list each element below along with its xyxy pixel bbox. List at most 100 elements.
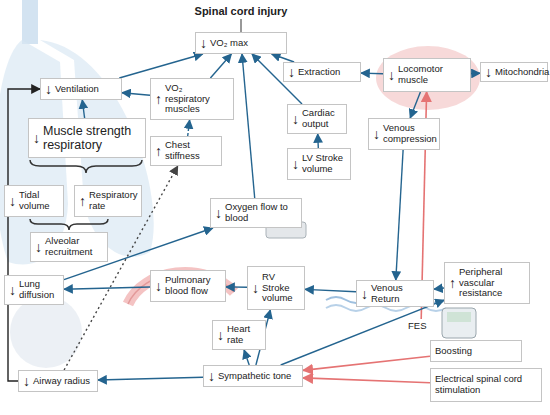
process-box: ↓VO₂ max [195, 32, 287, 54]
node-label: Sympathetic tone [218, 371, 298, 382]
trend-arrow: ↓ [200, 36, 207, 50]
flow-arrow [188, 120, 190, 136]
trend-arrow: ↓ [23, 374, 30, 388]
muscle-illustration [376, 46, 480, 110]
process-box: ↓Ventilation [40, 78, 122, 100]
node-label: Venous Return [371, 283, 429, 304]
alveoli-illustration [10, 296, 82, 368]
diagram-title: Spinal cord injury [170, 5, 312, 17]
trend-arrow: ↓ [45, 82, 52, 96]
flow-arrow [410, 92, 420, 118]
process-box: Boosting [430, 340, 522, 362]
process-box: ↓RV Stroke volume [247, 266, 305, 310]
trend-arrow: ↓ [361, 287, 368, 301]
node-label: VO₂ respiratory muscles [165, 83, 229, 115]
process-box: ↑Chest stiffness [150, 136, 222, 166]
process-box: Electrical spinal cord stimulation [430, 368, 542, 402]
flow-arrow [303, 356, 430, 370]
process-box: ↓Tidal volume [4, 185, 64, 217]
node-label: Airway radius [33, 376, 93, 387]
trend-arrow: ↑ [155, 144, 162, 158]
curly-brace [30, 219, 108, 230]
node-label: Venous compression [383, 123, 437, 144]
process-box: ↓Alveolar recruitment [30, 232, 108, 262]
node-label: Ventilation [55, 84, 117, 95]
process-box: ↓Airway radius [18, 370, 98, 392]
trachea [22, 0, 38, 44]
node-label: Cardiac output [302, 108, 342, 129]
process-box: FES [408, 319, 434, 333]
process-box: ↓Lung diffusion [4, 275, 64, 305]
node-label: Extraction [298, 67, 356, 78]
trend-arrow: ↓ [155, 279, 162, 293]
process-box: ↓Extraction [283, 62, 361, 82]
trend-arrow: ↑ [79, 194, 86, 208]
flow-arrow [64, 287, 150, 289]
trend-arrow: ↓ [9, 194, 16, 208]
flow-arrow [272, 54, 294, 62]
flow-arrow [82, 100, 84, 118]
trend-arrow: ↓ [388, 68, 395, 82]
node-label: Pulmonary blood flow [165, 275, 221, 296]
flow-arrow [210, 54, 231, 78]
process-box: ↑Respiratory rate [74, 185, 142, 217]
node-label: RV Stroke volume [262, 272, 300, 304]
flow-arrow [98, 377, 203, 380]
node-label: FES [408, 321, 434, 332]
node-label: Mitochondria [495, 67, 549, 78]
title-leader [241, 19, 242, 32]
flow-arrow [434, 288, 444, 289]
process-box: ↓Sympathetic tone [203, 365, 303, 387]
trend-arrow: ↑ [449, 276, 456, 290]
trend-arrow: ↓ [485, 65, 492, 79]
flow-arrow [122, 93, 150, 96]
flow-arrow [281, 300, 444, 365]
flow-arrow [244, 350, 249, 365]
process-box: ↓Mitochondria [480, 62, 548, 82]
fes-device [442, 308, 476, 338]
process-box: ↓Venous Return [356, 280, 434, 307]
node-label: Chest stiffness [165, 140, 217, 161]
curly-brace [30, 160, 142, 173]
node-label: Muscle strength respiratory [43, 124, 141, 152]
process-box: ↓Cardiac output [287, 104, 347, 134]
flow-arrow [471, 72, 480, 74]
process-box: ↓Venous compression [368, 118, 440, 150]
flow-arrow [361, 72, 383, 74]
flow-arrow [242, 54, 255, 198]
trend-arrow: ↓ [208, 369, 215, 383]
process-box: ↓LV Stroke volume [287, 148, 351, 180]
process-box: ↓Oxygen flow to blood [210, 198, 302, 228]
trend-arrow: ↓ [292, 112, 299, 126]
process-box: ↑VO₂ respiratory muscles [150, 78, 234, 120]
node-label: VO₂ max [210, 38, 282, 49]
flow-arrow [305, 289, 356, 291]
trend-arrow: ↓ [252, 281, 259, 295]
process-box: ↓Pulmonary blood flow [150, 270, 226, 302]
node-label: Electrical spinal cord stimulation [435, 374, 537, 395]
node-label: Oxygen flow to blood [225, 202, 297, 223]
node-label: Peripheral vascular resistance [459, 267, 525, 299]
flow-arrow [226, 286, 247, 288]
node-label: Alveolar recruitment [45, 236, 103, 257]
trend-arrow: ↓ [373, 127, 380, 141]
trend-arrow: ↓ [288, 65, 295, 79]
node-label: Tidal volume [19, 190, 59, 211]
flow-arrow [119, 54, 202, 78]
trend-arrow: ↓ [35, 240, 42, 254]
node-label: Heart rate [227, 324, 261, 345]
trend-arrow: ↑ [155, 92, 162, 106]
node-label: LV Stroke volume [302, 153, 346, 174]
trend-arrow: ↓ [33, 131, 40, 145]
trend-arrow: ↓ [217, 328, 224, 342]
node-label: Locomotor muscle [398, 64, 466, 85]
process-box: ↑Peripheral vascular resistance [444, 262, 530, 304]
process-box: ↓Locomotor muscle [383, 58, 471, 92]
flow-arrow [303, 378, 430, 383]
flow-arrow [317, 134, 319, 148]
flow-arrow [396, 150, 403, 280]
process-box: ↓Muscle strength respiratory [28, 118, 146, 158]
trend-arrow: ↓ [9, 283, 16, 297]
flow-arrow [64, 166, 178, 370]
